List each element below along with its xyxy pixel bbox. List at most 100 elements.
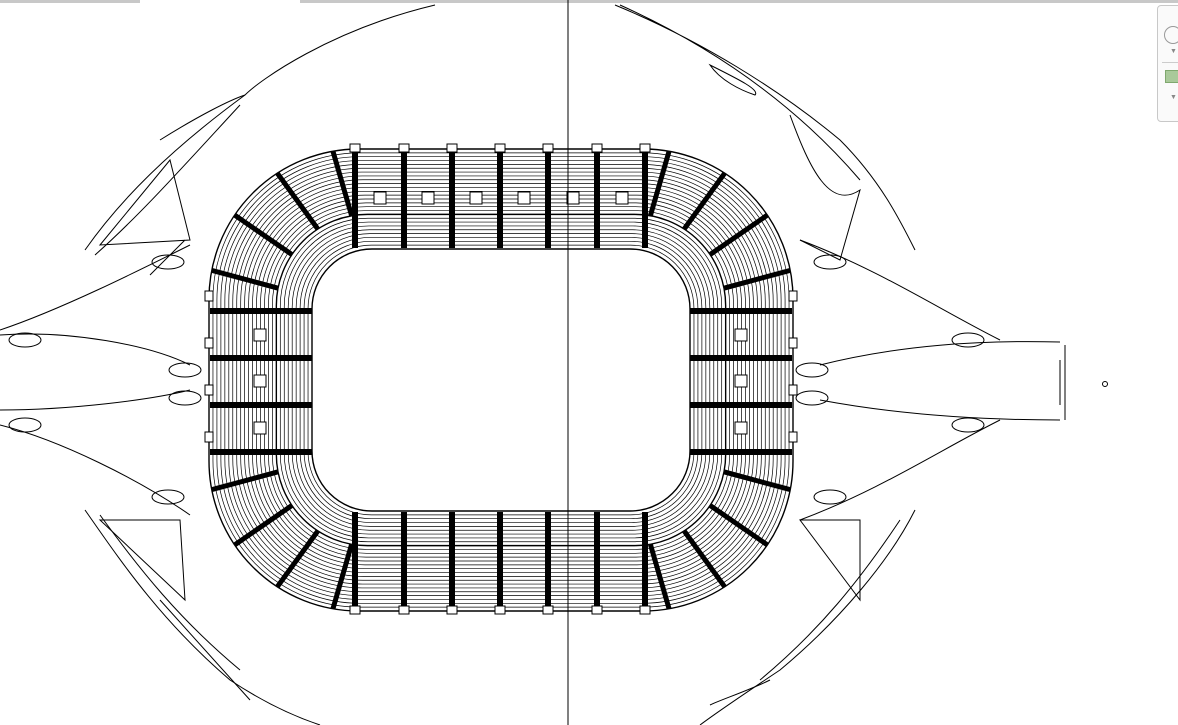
roof-canopy: [0, 4, 1066, 725]
entry-box: [734, 374, 748, 388]
vomitory-west: [204, 290, 214, 302]
top-bar-right: [300, 0, 1178, 3]
roof-node: [8, 417, 42, 433]
aisle-bar-corner: [682, 171, 727, 231]
seat-row: [260, 198, 742, 562]
aisle-bar-corner: [682, 529, 727, 589]
entry-box: [566, 191, 580, 205]
aisle-bar-south: [352, 512, 358, 610]
roof-node: [151, 489, 185, 505]
vomitory-north: [542, 143, 554, 153]
aisle-bar-south: [594, 512, 600, 610]
roof-canopy-segment: [84, 4, 436, 256]
roof-node: [151, 254, 185, 270]
seat-row: [236, 175, 766, 585]
roof-canopy-segment: [98, 519, 251, 701]
roof-canopy-segment: [708, 63, 771, 706]
seat-row: [295, 233, 707, 527]
vomitory-west: [204, 337, 214, 349]
entry-box: [253, 374, 267, 388]
aisle-bar-corner: [211, 267, 279, 291]
aisle-bar-north: [449, 150, 455, 248]
aisle-bar-west: [210, 355, 312, 361]
seat-row: [224, 164, 778, 596]
entry-box: [421, 191, 435, 205]
reference-point: [1102, 381, 1108, 387]
aisle-bar-corner: [233, 503, 294, 547]
seat-row: [303, 240, 699, 520]
roof-node: [795, 362, 829, 378]
vomitory-south: [446, 605, 458, 615]
aisle-bar-south: [497, 512, 503, 610]
seat-row: [299, 237, 703, 523]
aisle-bar-south: [545, 512, 551, 610]
seat-row: [248, 187, 754, 573]
aisle-bar-corner: [233, 213, 294, 257]
seat-row: [283, 221, 719, 539]
navigation-bar[interactable]: ▼ ▼: [1157, 5, 1178, 122]
aisle-bar-corner: [648, 150, 672, 217]
aisle-bars: [204, 143, 798, 615]
seat-row: [287, 225, 715, 535]
roof-node: [168, 362, 202, 378]
roof-node: [168, 390, 202, 406]
view-cube-icon[interactable]: [1165, 70, 1178, 83]
aisle-bar-north: [594, 150, 600, 248]
vomitory-east: [788, 337, 798, 349]
roof-node: [795, 390, 829, 406]
aisle-bar-north: [352, 150, 358, 248]
aisle-bar-corner: [723, 469, 791, 493]
vomitory-west: [204, 384, 214, 396]
vomitory-north: [349, 143, 361, 153]
vomitory-north: [494, 143, 506, 153]
vomitory-north: [398, 143, 410, 153]
roof-canopy-segment: [699, 509, 916, 725]
aisle-bar-north: [545, 150, 551, 248]
vomitory-north: [591, 143, 603, 153]
seat-row: [232, 171, 770, 589]
vomitory-south: [349, 605, 361, 615]
roof-canopy-segment: [799, 239, 1066, 521]
entry-box: [253, 328, 267, 342]
aisle-bar-corner: [275, 171, 320, 231]
vomitory-south: [542, 605, 554, 615]
roof-node: [813, 489, 847, 505]
aisle-bar-corner: [275, 529, 320, 589]
seat-row: [264, 202, 738, 558]
roof-node: [813, 254, 847, 270]
seat-row: [279, 217, 723, 543]
seat-row: [268, 206, 734, 554]
seat-row: [272, 210, 730, 550]
aisle-bar-corner: [330, 150, 354, 217]
aisle-bar-corner: [211, 469, 279, 493]
entry-box: [615, 191, 629, 205]
roof-canopy-segment: [98, 94, 246, 276]
aisle-bar-east: [690, 308, 792, 314]
seat-row: [307, 244, 695, 516]
view-dropdown-icon[interactable]: ▼: [1170, 94, 1177, 101]
roof-node: [8, 332, 42, 348]
roof-canopy-segment: [84, 509, 321, 725]
seat-row: [240, 179, 762, 581]
seating-bowl: [208, 148, 794, 612]
aisle-bar-corner: [723, 267, 791, 291]
aisle-bar-north: [642, 150, 648, 248]
zoom-icon[interactable]: [1164, 26, 1178, 44]
seat-row: [228, 167, 774, 593]
roof-node: [951, 417, 985, 433]
seat-row: [244, 183, 758, 577]
aisle-bar-east: [690, 449, 792, 455]
entry-box: [734, 421, 748, 435]
aisle-bar-corner: [708, 213, 769, 257]
vomitory-north: [446, 143, 458, 153]
seat-row: [252, 190, 750, 570]
aisle-bar-south: [449, 512, 455, 610]
aisle-bar-south: [642, 512, 648, 610]
zoom-dropdown-icon[interactable]: ▼: [1170, 48, 1177, 55]
roof-node: [951, 332, 985, 348]
roof-canopy-segment: [0, 244, 191, 516]
vomitory-north: [639, 143, 651, 153]
aisle-bar-east: [690, 355, 792, 361]
seat-row: [311, 248, 691, 512]
